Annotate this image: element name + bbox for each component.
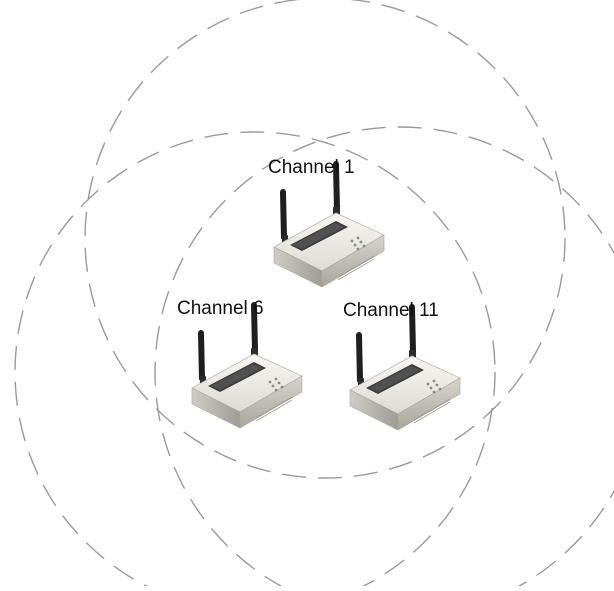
router-icon-channel-1 [273,160,385,288]
coverage-circle-channel-1 [84,0,566,479]
coverage-circle-channel-11 [154,126,614,591]
router-icon-channel-11 [349,303,461,431]
coverage-circle-channel-6 [14,131,496,591]
router-icon-channel-6 [191,301,303,429]
channel-1-label: Channel 1 [268,157,355,178]
channel-6-label: Channel 6 [177,298,264,319]
channel-11-label: Channel 11 [343,300,439,321]
